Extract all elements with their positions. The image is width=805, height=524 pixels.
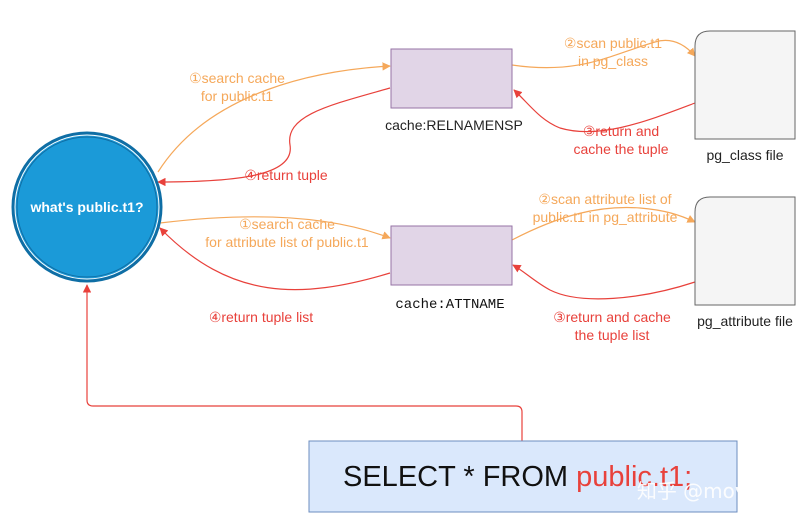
edge-search-cache-top [157,62,391,173]
edge-query-to-circle [82,284,523,441]
query-prefix: SELECT * FROM [343,461,576,493]
label-return-cache-bottom-2: the tuple list [575,327,650,343]
pg-class-file-shape [694,30,796,140]
edge-return-tuple-list [159,227,391,291]
pg-attribute-file-shape [694,196,796,306]
label-return-tuple: ④return tuple [244,167,328,183]
label-scan-pg-attribute-1: ②scan attribute list of [538,191,671,207]
label-search-cache-bottom-1: ①search cache [239,216,335,232]
cache-attname-box [390,225,513,286]
edge-return-tuple [157,87,391,187]
question-node-label: what's public.t1? [29,199,143,215]
edge-return-cache-bottom [512,264,696,300]
watermark: 知乎 @movead [637,479,784,503]
label-return-cache-bottom-1: ③return and cache [553,309,671,325]
pg-attribute-file-label: pg_attribute file [697,313,793,329]
query-table-name: public.t1; [576,461,692,493]
cache-relnamensp-box [390,48,513,109]
edge-scan-pg-class [511,39,696,69]
label-return-tuple-list: ④return tuple list [209,309,313,325]
pg-class-file-label: pg_class file [706,147,783,163]
query-box [308,440,738,513]
label-search-cache-top-1: ①search cache [189,70,285,86]
edge-scan-pg-attribute [511,206,696,241]
label-return-cache-top-2: cache the tuple [574,141,669,157]
label-search-cache-bottom-2: for attribute list of public.t1 [205,234,369,250]
label-scan-pg-attribute-2: public.t1 in pg_attribute [533,209,678,225]
edge-return-cache-top [513,89,696,133]
label-return-cache-top-1: ③return and [583,123,659,139]
label-scan-pg-class-2: in pg_class [578,53,648,69]
question-node: what's public.t1? [11,131,163,283]
cache-relnamensp-label: cache:RELNAMENSP [385,117,523,133]
label-search-cache-top-2: for public.t1 [201,88,274,104]
cache-attname-label: cache:ATTNAME [395,297,504,313]
label-scan-pg-class-1: ②scan public.t1 [564,35,662,51]
edge-search-cache-bottom [159,216,391,240]
query-text: SELECT * FROM public.t1; [343,461,692,493]
